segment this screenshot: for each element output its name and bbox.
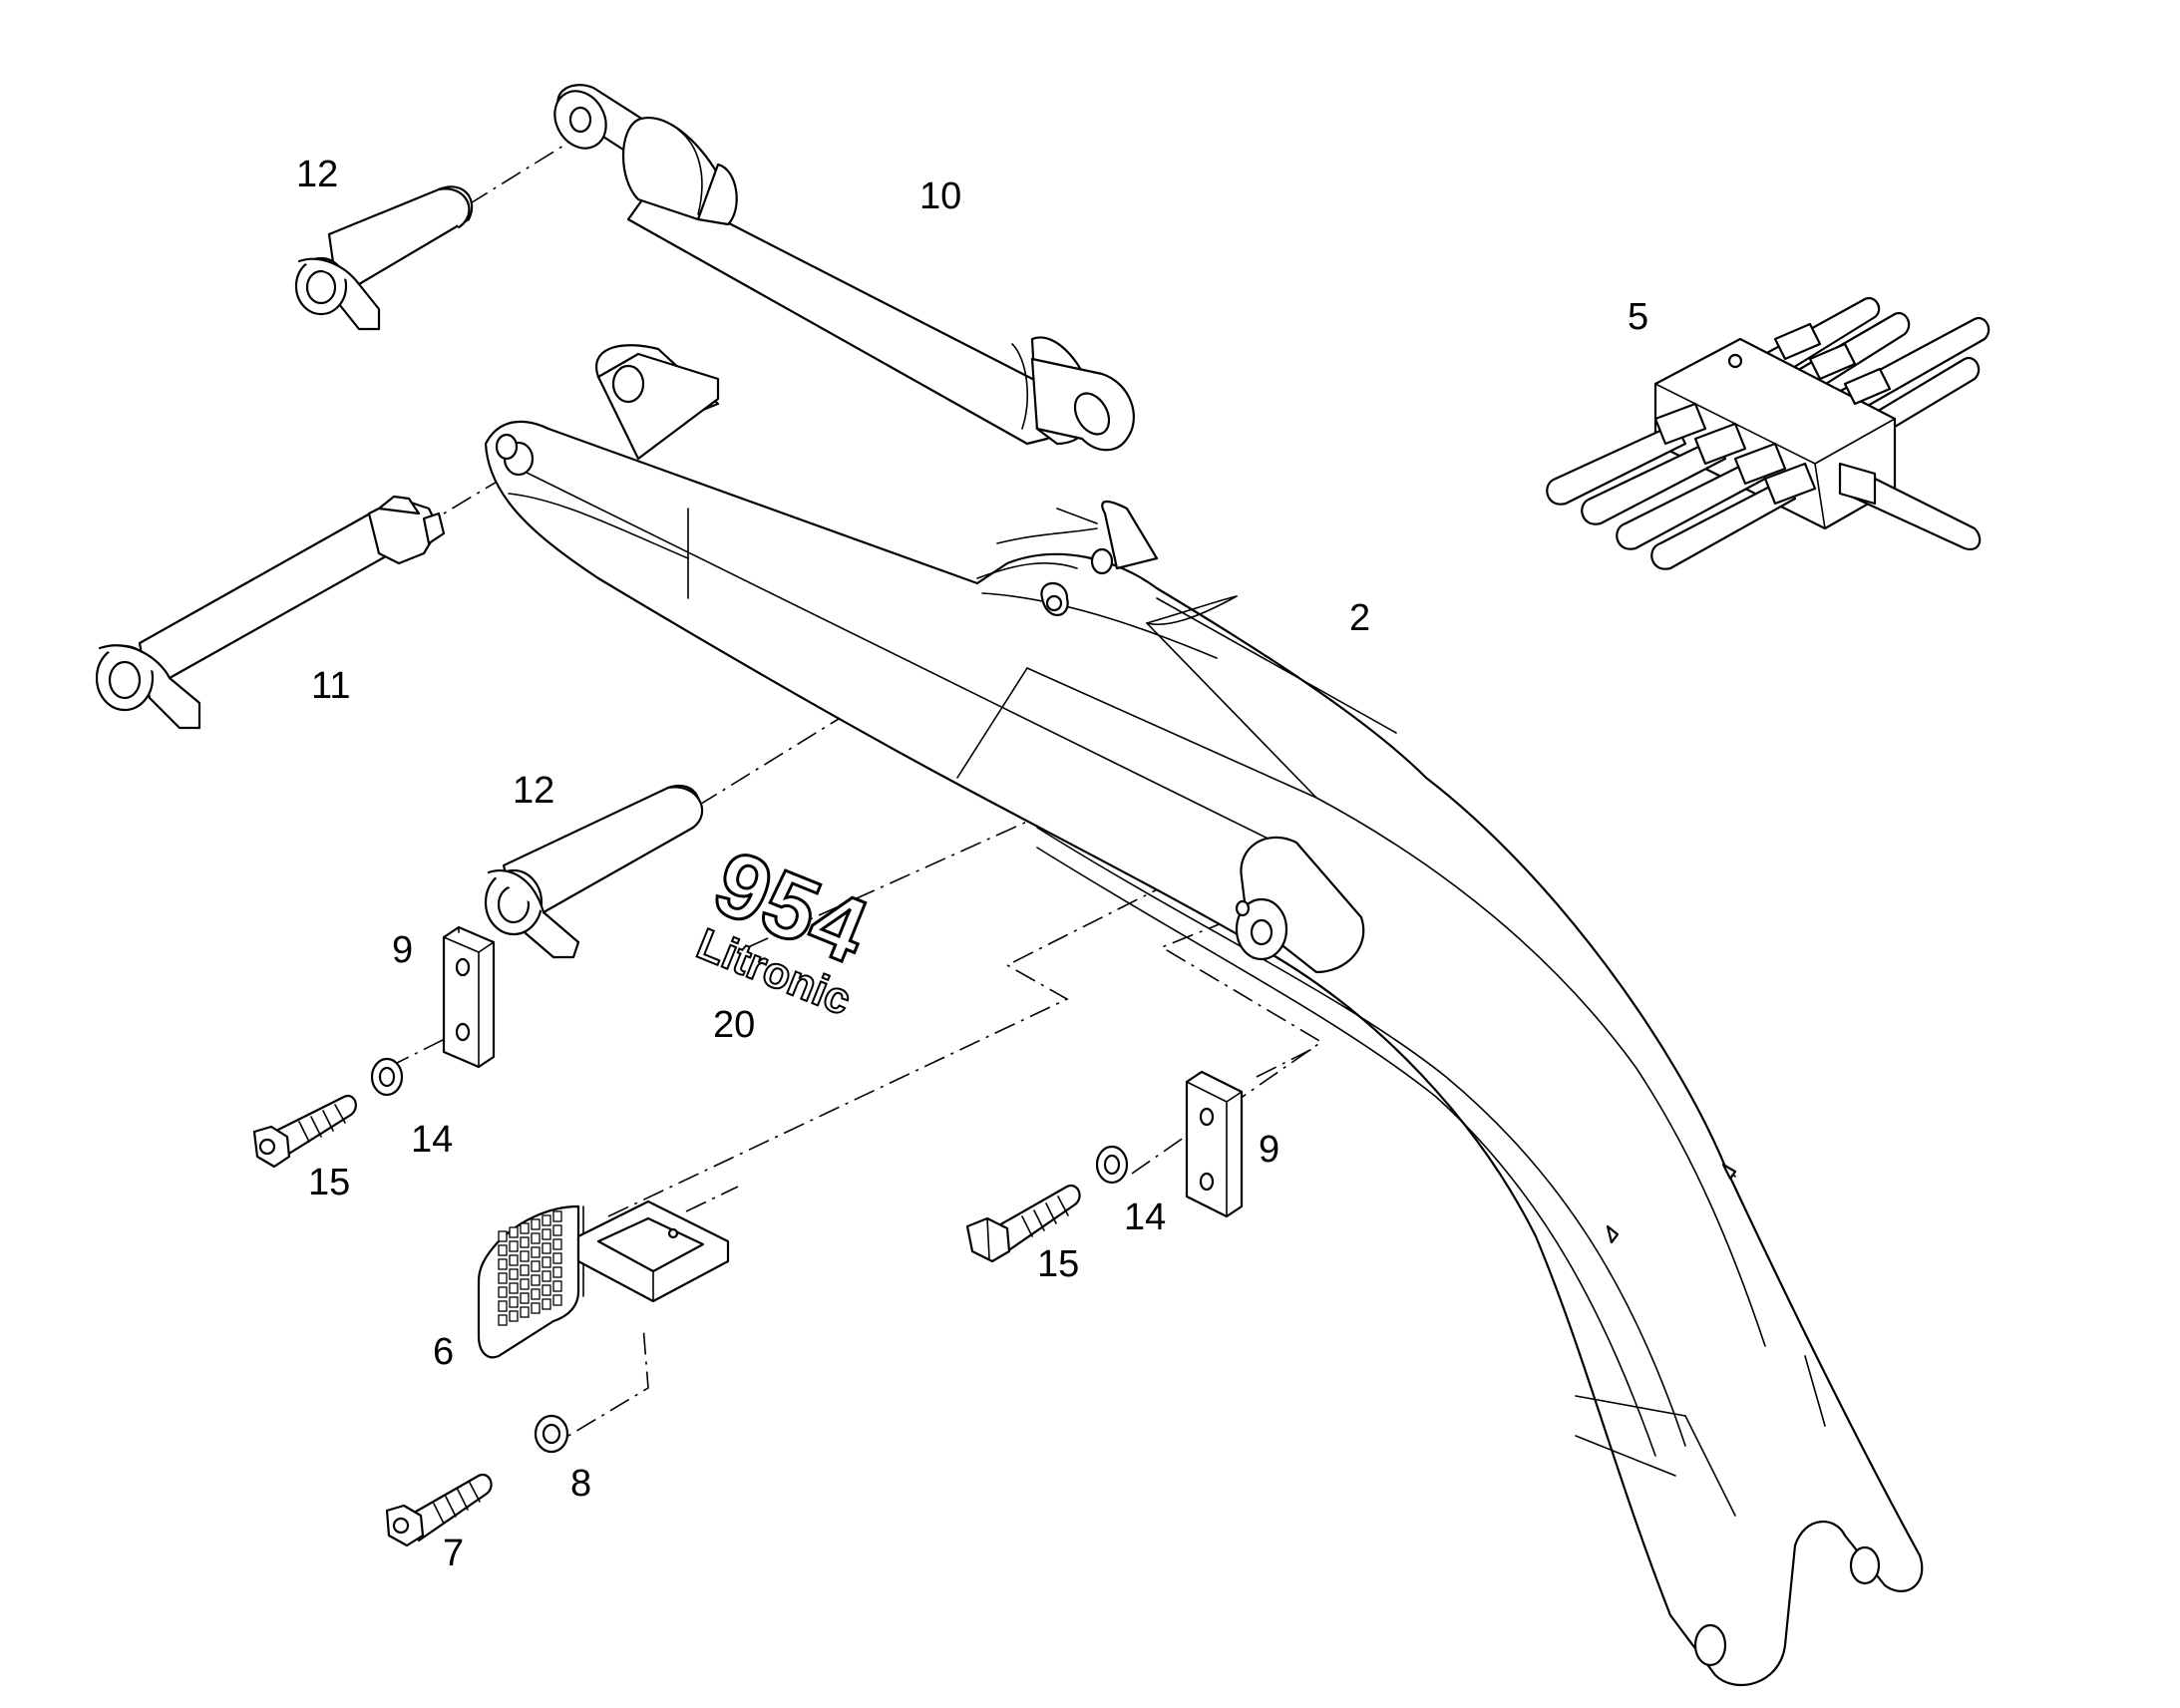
grid-cell: [509, 1296, 519, 1308]
grid-cell: [552, 1280, 562, 1292]
label-10: 10: [919, 175, 961, 217]
pin-long: [95, 495, 446, 730]
grid-cell: [498, 1314, 508, 1326]
grid-cell: [542, 1284, 551, 1296]
grid-cell: [552, 1210, 562, 1222]
hydraulic-valve-block: [1546, 296, 1991, 570]
washer-bottom: [534, 1414, 569, 1454]
grid-cell: [542, 1242, 551, 1254]
grid-cell: [552, 1252, 562, 1264]
label-2: 2: [1349, 597, 1370, 639]
label-9-left: 9: [392, 929, 413, 971]
grid-cell: [542, 1298, 551, 1310]
label-20: 20: [713, 1004, 755, 1046]
grid-cell: [509, 1226, 519, 1238]
cover-grid: [498, 1210, 562, 1326]
grid-cover: [477, 1204, 584, 1359]
grid-cell: [520, 1236, 530, 1248]
hydraulic-cylinder: [553, 84, 1135, 452]
plate-right: [1185, 1070, 1244, 1218]
label-15-right: 15: [1037, 1243, 1079, 1285]
grid-cell: [509, 1268, 519, 1280]
frame-bracket: [576, 1199, 730, 1303]
grid-cell: [531, 1232, 541, 1244]
decal-954-litronic: 954 Litronic: [689, 830, 882, 1025]
label-8: 8: [570, 1463, 591, 1505]
grid-cell: [520, 1264, 530, 1276]
grid-cell: [531, 1288, 541, 1300]
grid-cell: [498, 1258, 508, 1270]
bolt-left: [252, 1094, 357, 1169]
grid-cell: [542, 1256, 551, 1268]
grid-cell: [520, 1278, 530, 1290]
label-12-lower: 12: [513, 770, 554, 812]
grid-cell: [552, 1238, 562, 1250]
plate-left: [442, 925, 496, 1069]
label-14-right: 14: [1124, 1196, 1166, 1238]
grid-cell: [509, 1240, 519, 1252]
pin-top: [294, 185, 474, 331]
grid-cell: [531, 1218, 541, 1230]
grid-cell: [531, 1274, 541, 1286]
label-5: 5: [1628, 296, 1648, 338]
washer-left: [370, 1057, 404, 1097]
grid-cell: [498, 1286, 508, 1298]
label-9-right: 9: [1259, 1129, 1279, 1171]
grid-cell: [509, 1254, 519, 1266]
pin-lower: [484, 785, 704, 959]
callout-labels: 2 5 6 7 8 9 9 10 11 12 12 14 14 15 15 20: [296, 154, 1648, 1574]
boom-arm: [484, 344, 1924, 1687]
label-11: 11: [311, 665, 350, 707]
grid-cell: [498, 1272, 508, 1284]
grid-cell: [520, 1292, 530, 1304]
label-7: 7: [443, 1533, 464, 1574]
grid-cell: [531, 1260, 541, 1272]
grid-cell: [542, 1214, 551, 1226]
grid-cell: [498, 1230, 508, 1242]
bolt-right: [965, 1184, 1081, 1263]
grid-cell: [498, 1300, 508, 1312]
grid-cell: [498, 1244, 508, 1256]
grid-cell: [552, 1266, 562, 1278]
grid-cell: [531, 1302, 541, 1314]
label-6: 6: [433, 1331, 454, 1373]
grid-cell: [552, 1294, 562, 1306]
grid-cell: [542, 1228, 551, 1240]
label-14-left: 14: [411, 1119, 453, 1161]
bolt-bottom: [385, 1473, 493, 1547]
washer-right: [1095, 1145, 1129, 1185]
grid-cell: [531, 1246, 541, 1258]
grid-cell: [520, 1222, 530, 1234]
grid-cell: [509, 1310, 519, 1322]
grid-cell: [552, 1224, 562, 1236]
grid-cell: [509, 1282, 519, 1294]
grid-cell: [542, 1270, 551, 1282]
label-12-top: 12: [296, 154, 338, 195]
label-15-left: 15: [308, 1162, 350, 1203]
grid-cell: [520, 1306, 530, 1318]
grid-cell: [520, 1250, 530, 1262]
